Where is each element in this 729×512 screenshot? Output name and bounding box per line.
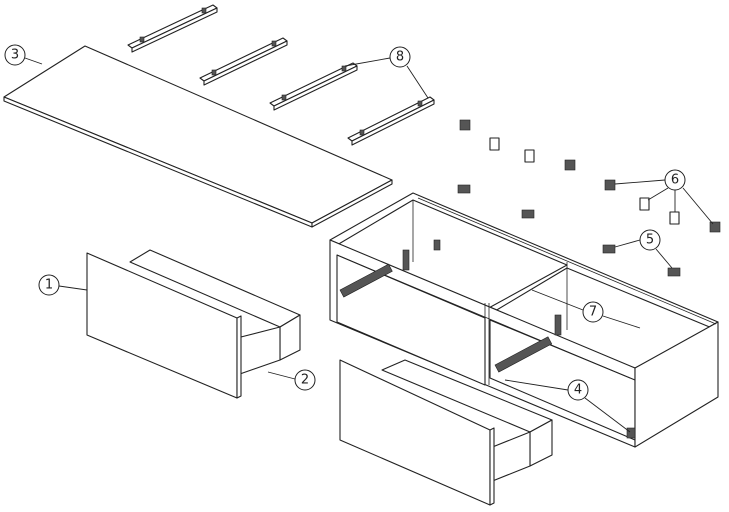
hardware-parts [457,119,721,334]
svg-text:6: 6 [671,173,679,188]
callout-6: 6 [664,169,686,191]
svg-text:3: 3 [11,48,19,63]
callout-1: 1 [38,274,60,296]
rail [269,62,358,111]
callout-3: 3 [4,44,26,66]
svg-text:4: 4 [574,383,582,398]
callout-5: 5 [639,229,661,251]
drawer-1 [86,249,301,399]
rail [347,96,435,146]
rail [127,4,218,53]
callout-2: 2 [294,369,316,391]
svg-text:1: 1 [45,278,53,293]
rail [199,37,288,86]
callout-7: 7 [582,301,604,323]
leader-lines [24,57,714,433]
svg-text:8: 8 [396,50,404,65]
callout-4: 4 [567,379,589,401]
connector [459,119,471,131]
svg-text:2: 2 [301,373,309,388]
svg-text:5: 5 [646,233,654,248]
rail-parts [127,4,435,146]
callout-8: 8 [389,46,411,68]
svg-text:7: 7 [589,305,597,320]
drawer-2 [339,359,553,506]
top-board [3,45,393,228]
